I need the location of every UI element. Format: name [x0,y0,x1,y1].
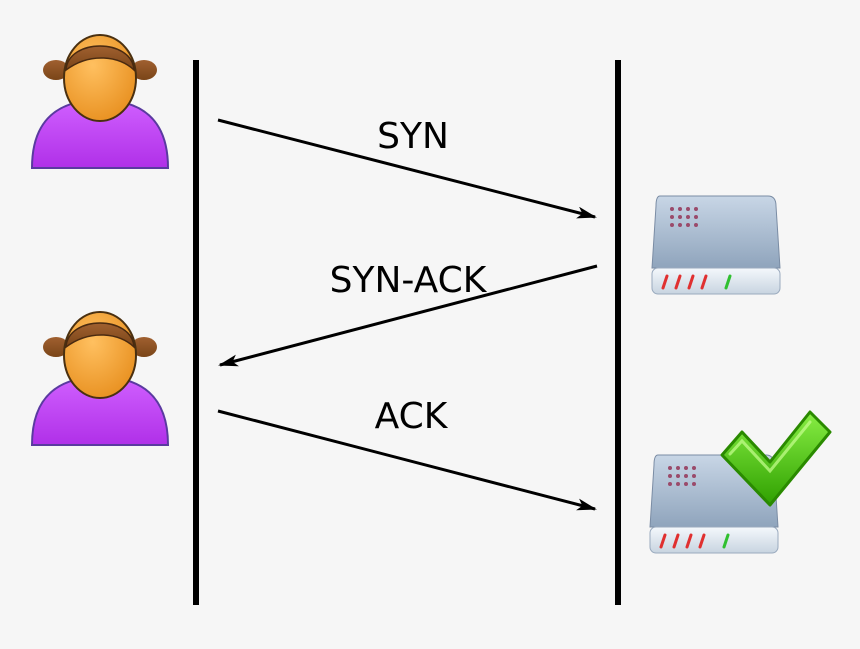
ack-label: ACK [375,396,449,437]
syn-arrow [217,118,597,219]
user-icon [30,311,170,446]
syn-label: SYN [377,116,449,157]
server-icon [651,195,781,295]
syn-ack-label: SYN-ACK [330,260,488,301]
syn-ack-arrow [218,264,598,367]
user-icon [30,34,170,169]
checkmark-icon [720,410,832,507]
ack-arrow [217,409,597,511]
